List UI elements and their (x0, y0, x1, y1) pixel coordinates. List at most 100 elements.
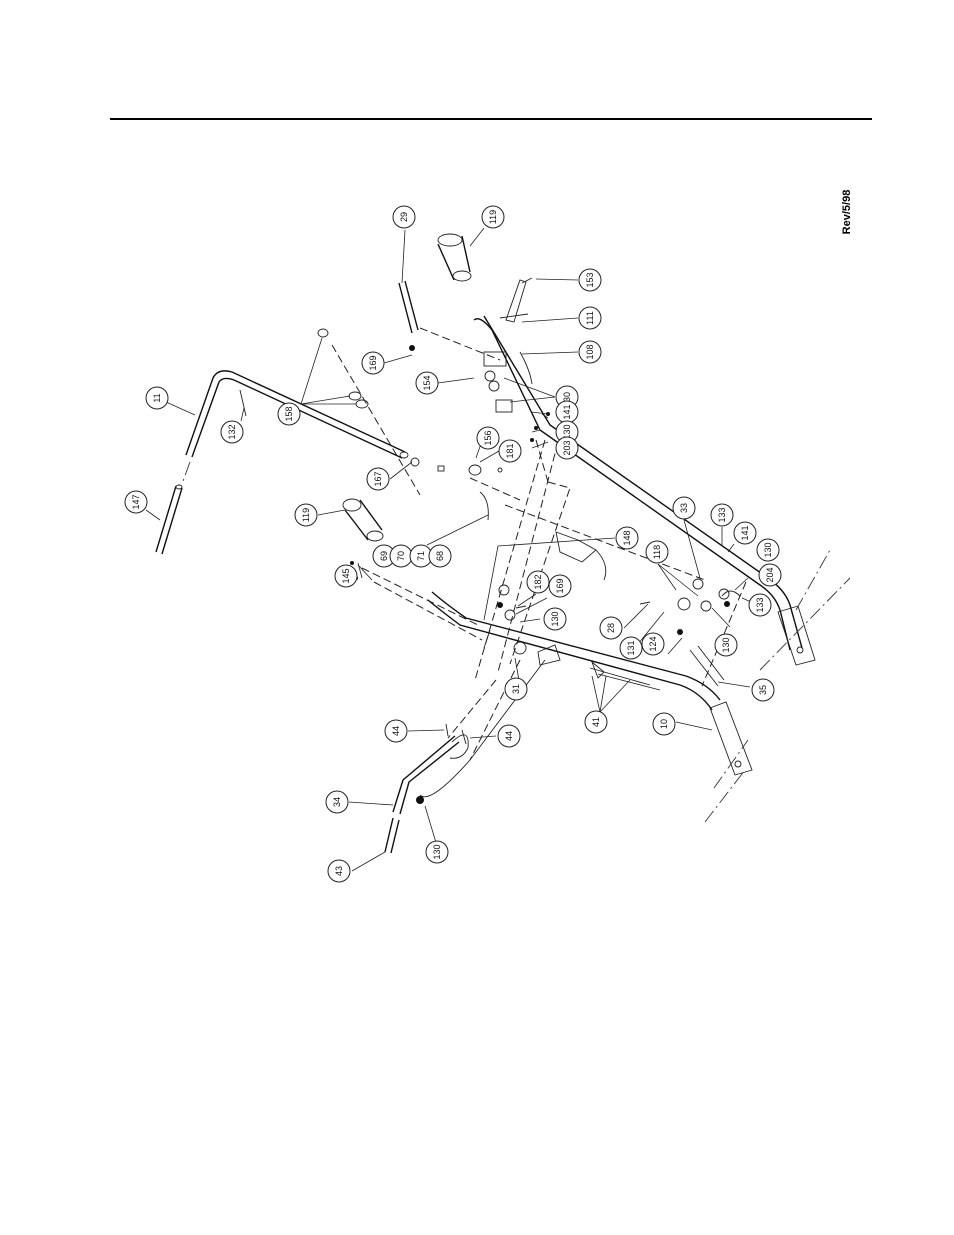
callout-number: 148 (622, 530, 632, 545)
callout-number: 44 (504, 731, 514, 741)
callout-circle (504, 677, 528, 701)
callout-number: 44 (391, 726, 401, 736)
callout-70: 70 (389, 544, 413, 568)
callout-33: 33 (672, 496, 696, 520)
callout-circle (526, 570, 550, 594)
callout-119: 119 (481, 205, 505, 229)
callout-154: 154 (415, 371, 439, 395)
callout-number: 69 (379, 551, 389, 561)
callout-156: 156 (476, 426, 500, 450)
callout-circle (578, 268, 602, 292)
callout-circle (476, 426, 500, 450)
callout-number: 182 (533, 574, 543, 589)
callout-44: 44 (384, 719, 408, 743)
callout-number: 169 (368, 355, 378, 370)
callout-circle (733, 521, 757, 545)
callout-169: 169 (361, 351, 385, 375)
callout-circle (334, 564, 358, 588)
callout-circle (599, 616, 623, 640)
callout-number: 111 (585, 311, 595, 325)
callout-148: 148 (615, 526, 639, 550)
callout-133: 133 (748, 593, 772, 617)
callout-169: 169 (548, 574, 572, 598)
callout-number: 68 (435, 551, 445, 561)
callout-68: 68 (428, 544, 452, 568)
callout-number: 33 (679, 503, 689, 513)
callout-number: 133 (755, 597, 765, 612)
callout-circle (584, 710, 608, 734)
callout-circle (652, 712, 676, 736)
callout-number: 28 (606, 623, 616, 633)
callout-circle (615, 526, 639, 550)
callout-number: 141 (562, 404, 572, 419)
callout-145: 145 (334, 564, 358, 588)
callout-number: 70 (396, 551, 406, 561)
callout-circle (481, 205, 505, 229)
callout-number: 130 (432, 844, 442, 859)
callout-circle (124, 490, 148, 514)
callout-167: 167 (366, 467, 390, 491)
callout-circle (425, 840, 449, 864)
callout-10: 10 (652, 712, 676, 736)
callout-circle (145, 386, 169, 410)
callout-34: 34 (325, 790, 349, 814)
callout-number: 31 (511, 684, 521, 694)
callout-number: 204 (765, 567, 775, 582)
callout-number: 133 (717, 507, 727, 522)
callout-number: 10 (659, 719, 669, 729)
callout-number: 130 (550, 611, 560, 626)
callout-number: 130 (763, 542, 773, 557)
callout-number: 181 (505, 443, 515, 458)
callout-circle (497, 724, 521, 748)
callout-108: 108 (578, 340, 602, 364)
callout-circle (327, 859, 351, 883)
callout-31: 31 (504, 677, 528, 701)
callout-130: 130 (714, 633, 738, 657)
callout-203: 203 (555, 436, 579, 460)
callout-133: 133 (710, 503, 734, 527)
callout-number: 203 (562, 440, 572, 455)
callout-circle (543, 607, 567, 631)
callout-circle (548, 574, 572, 598)
callout-circle (751, 678, 775, 702)
callout-number: 119 (301, 508, 311, 522)
callout-circle (384, 719, 408, 743)
callout-118: 118 (645, 540, 669, 564)
callout-circle (498, 439, 522, 463)
header-rule (110, 118, 872, 120)
callout-132: 132 (220, 420, 244, 444)
callout-number: 108 (585, 344, 595, 359)
callout-circle (220, 420, 244, 444)
callout-number: 141 (740, 525, 750, 540)
callout-number: 30 (562, 392, 572, 402)
callout-130: 130 (543, 607, 567, 631)
callout-number: 35 (758, 685, 768, 695)
callout-43: 43 (327, 859, 351, 883)
callout-158: 158 (277, 402, 301, 426)
callout-circle (361, 351, 385, 375)
callout-circle (366, 467, 390, 491)
callout-29: 29 (392, 205, 416, 229)
callout-circle (325, 790, 349, 814)
callout-number: 130 (721, 637, 731, 652)
callout-circle (748, 593, 772, 617)
callout-181: 181 (498, 439, 522, 463)
callout-circle (277, 402, 301, 426)
callout-number: 154 (422, 375, 432, 390)
callout-circle (645, 540, 669, 564)
callout-number: 130 (562, 424, 572, 439)
callout-147: 147 (124, 490, 148, 514)
callout-circle (672, 496, 696, 520)
callout-141: 141 (555, 400, 579, 424)
callout-number: 147 (131, 494, 141, 509)
callout-130: 130 (425, 840, 449, 864)
callout-number: 158 (284, 406, 294, 421)
callout-124: 124 (641, 632, 665, 656)
callout-130: 130 (555, 420, 579, 444)
callout-circle (555, 436, 579, 460)
callout-circle (619, 636, 643, 660)
callout-circle (415, 371, 439, 395)
callout-204: 204 (758, 563, 782, 587)
callout-182: 182 (526, 570, 550, 594)
